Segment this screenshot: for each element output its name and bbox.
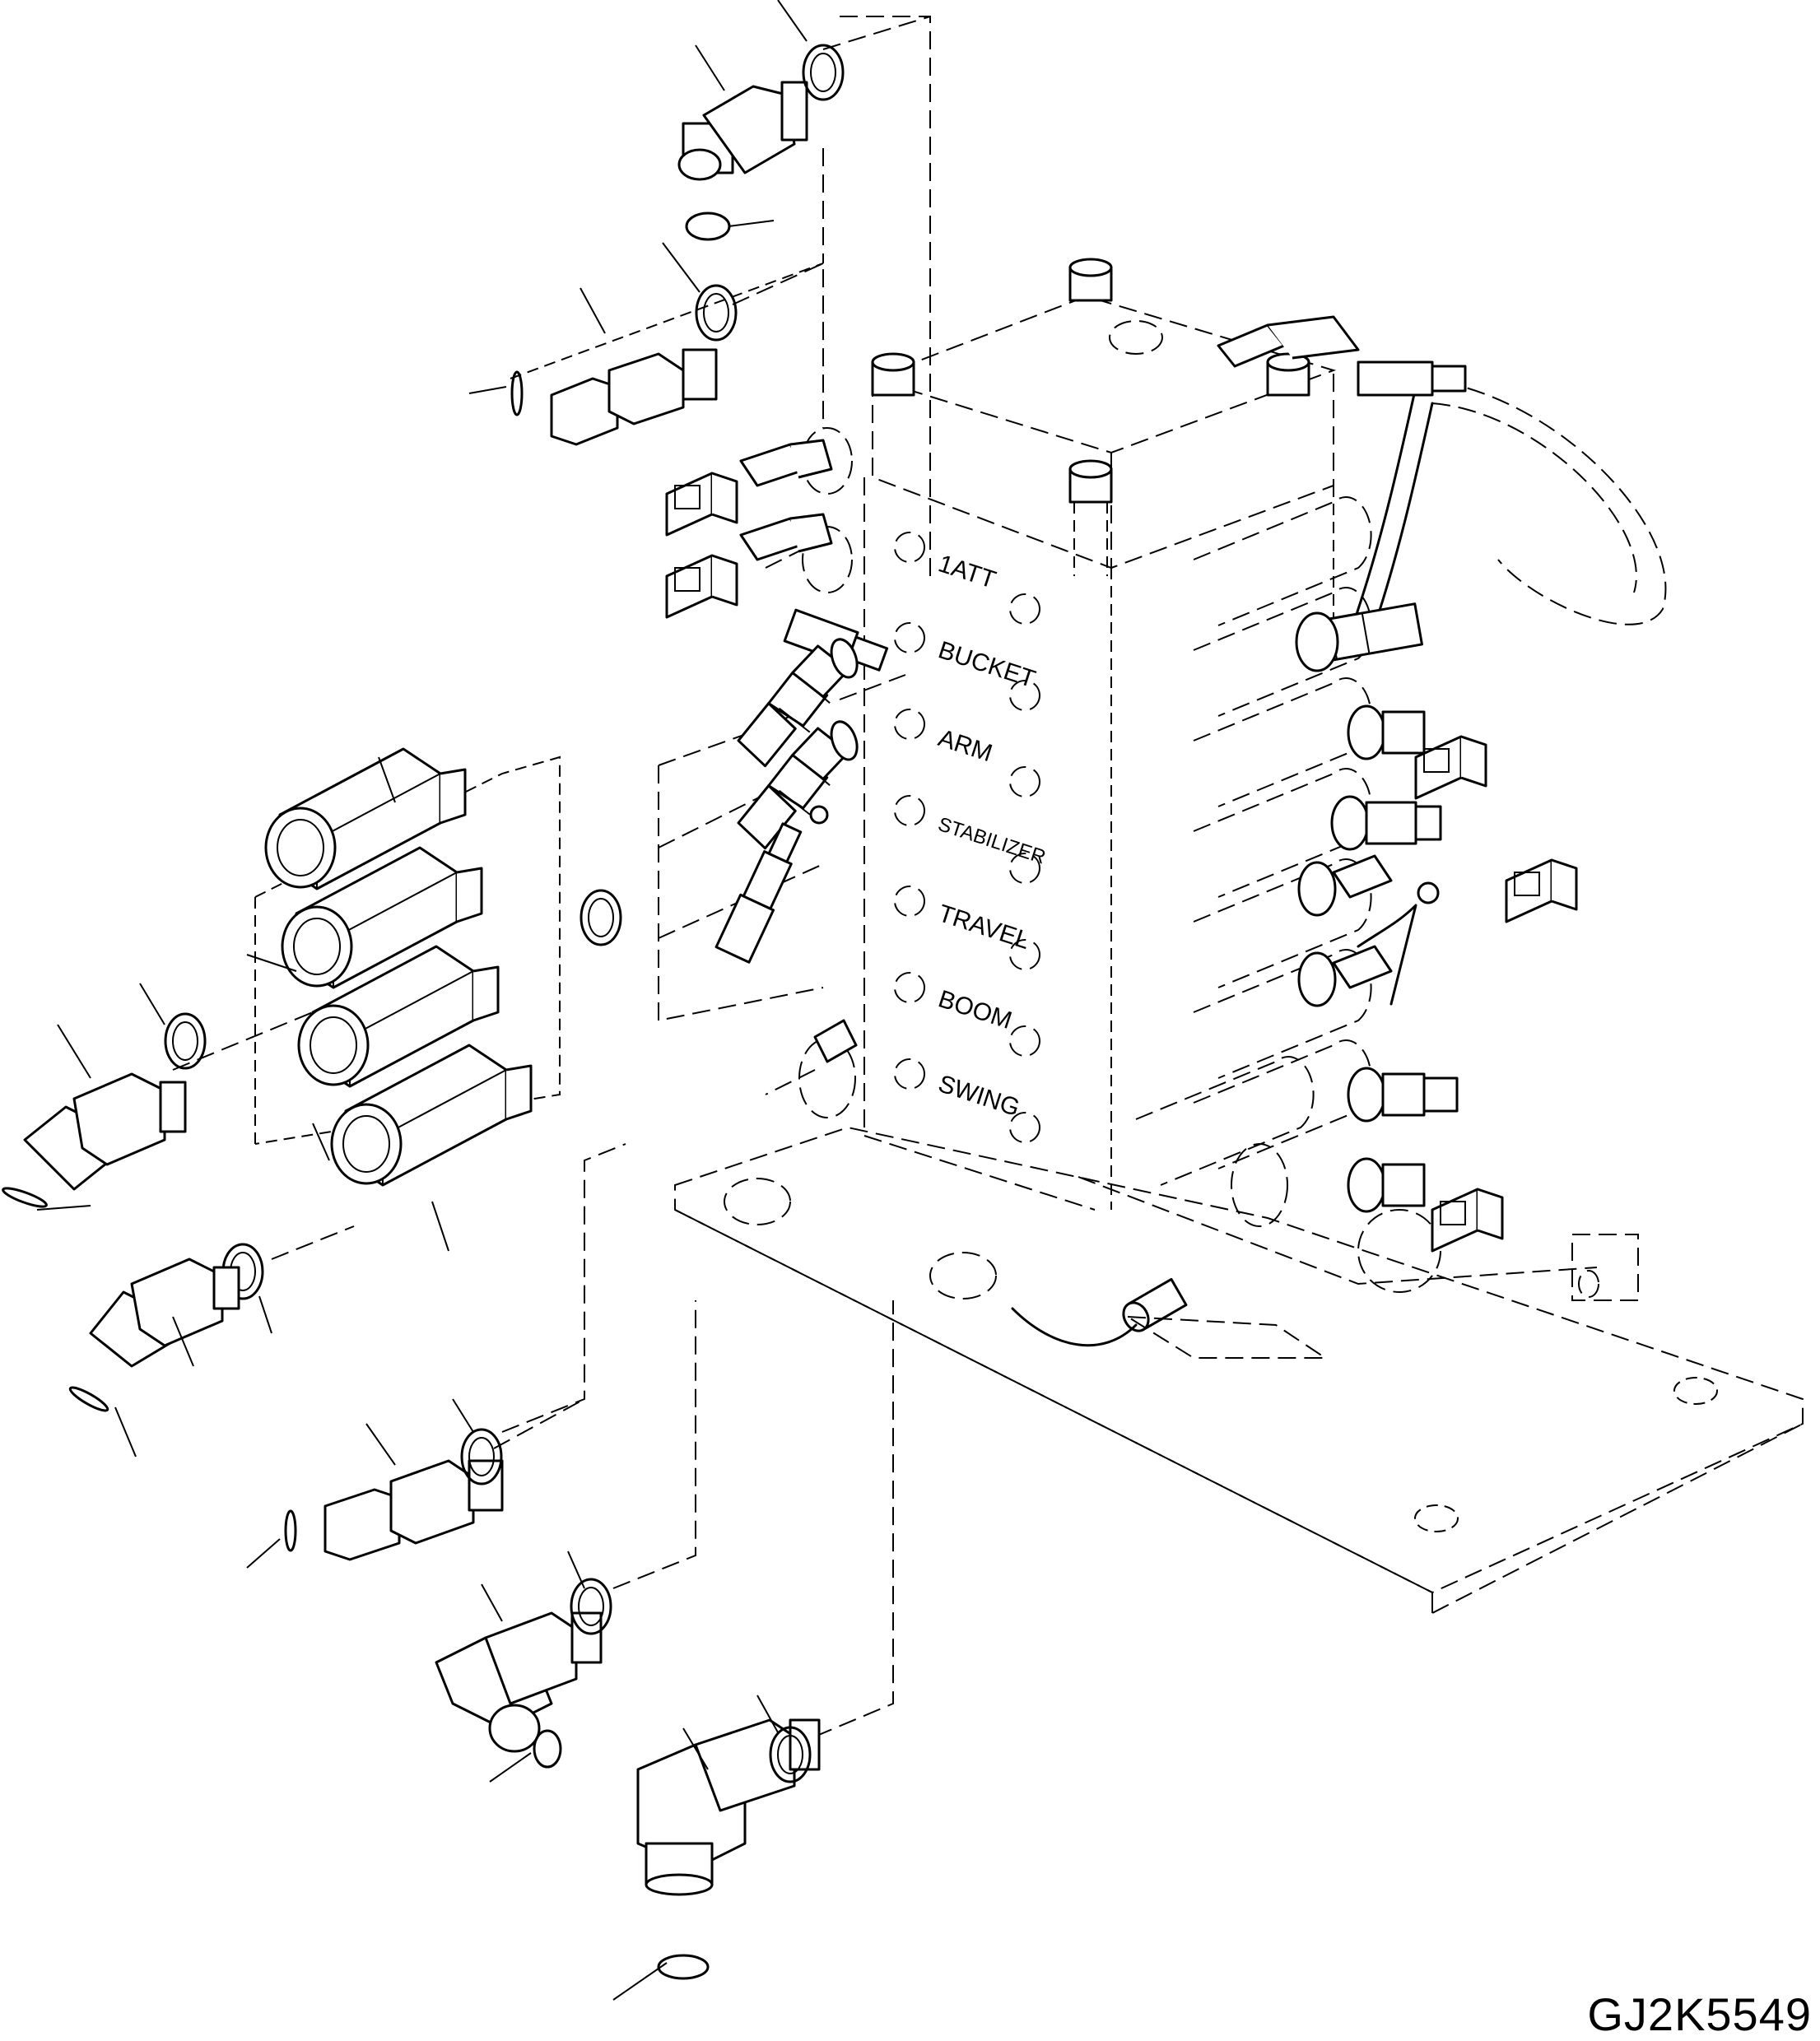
elbow-fitting-2 — [435, 1611, 603, 1753]
label-arm: ARM — [935, 724, 996, 767]
figure-code: GJ2K5549 — [1587, 1988, 1812, 2040]
leader-lines — [36, 0, 808, 2001]
guide-lines — [172, 16, 1598, 1737]
valve-left-fittings — [665, 439, 889, 1063]
o-ring — [164, 1012, 207, 1070]
control-valve-body — [674, 295, 1804, 1615]
label-travel: TRAVEL — [935, 900, 1033, 955]
o-ring — [570, 1578, 612, 1635]
elbow-fitting-top — [677, 81, 808, 181]
elbow-45-fitting-1 — [23, 1072, 187, 1191]
valve-bolts — [871, 258, 1310, 576]
label-bucket: BUCKET — [935, 636, 1039, 693]
elbow-45-fitting-2 — [89, 1258, 240, 1368]
section-labels: 1ATT BUCKET ARM STABILIZER TRAVEL BOOM S… — [935, 550, 1049, 1122]
valve-right-fittings — [1011, 611, 1578, 1359]
o-ring — [460, 1428, 503, 1485]
o-ring — [695, 284, 738, 342]
label-1att: 1ATT — [935, 550, 999, 593]
label-stabilizer: STABILIZER — [935, 813, 1048, 869]
label-boom: BOOM — [935, 985, 1015, 1034]
straight-fitting-1 — [550, 348, 718, 446]
straight-fitting-2 — [324, 1459, 504, 1561]
label-swing: SWING — [935, 1070, 1023, 1122]
exploded-fittings — [2, 44, 845, 1980]
elbow-90-fitting — [636, 1718, 821, 1896]
o-ring — [802, 44, 845, 101]
o-ring — [580, 889, 622, 946]
